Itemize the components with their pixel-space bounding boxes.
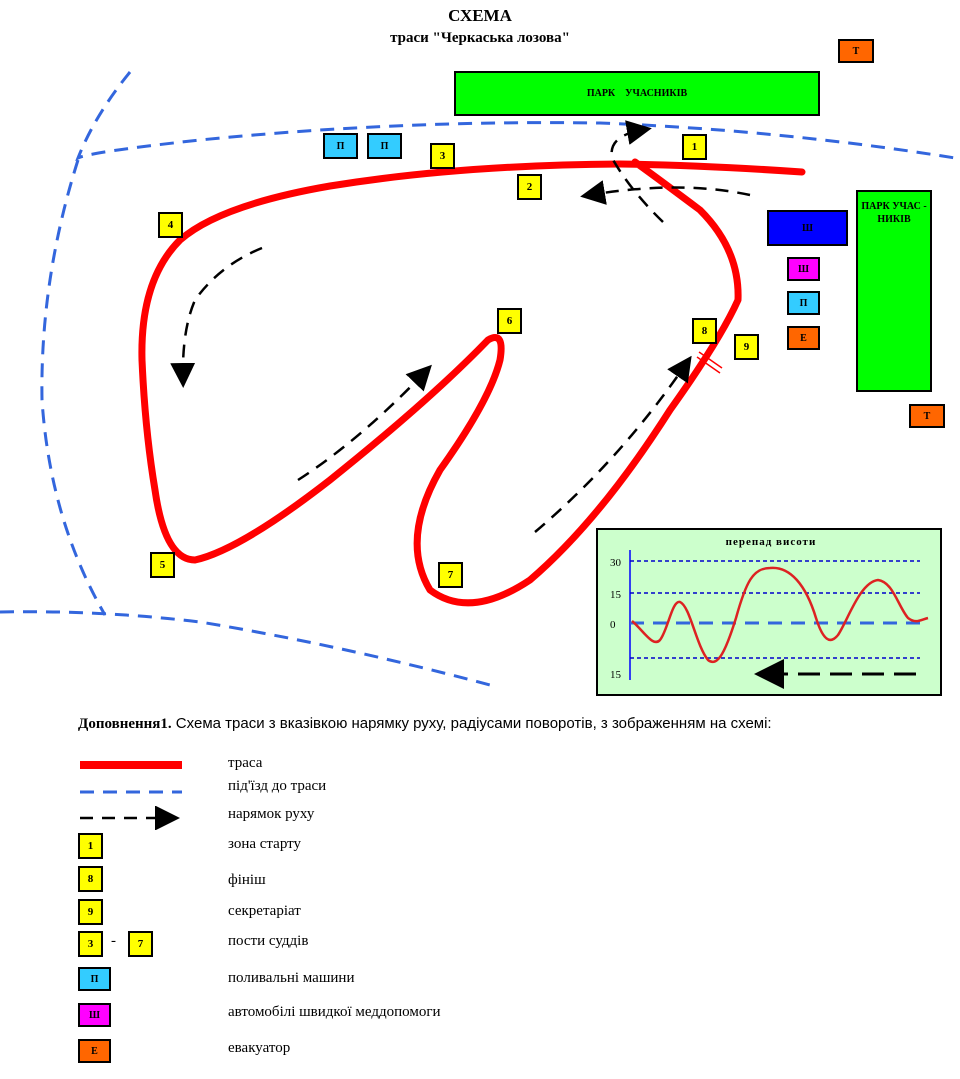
legend-start: 1 зона старту (78, 833, 778, 861)
post-2: 2 (517, 174, 542, 200)
legend-direction: нарямок руху (78, 806, 778, 830)
tick-30: 30 (610, 557, 622, 569)
legend-finish-box: 8 (78, 866, 103, 892)
legend-track: траса (78, 755, 778, 779)
elevation-chart: перепад висоти 30 15 0 15 (596, 528, 942, 696)
legend-evacuator-box: Е (78, 1039, 111, 1063)
post-7: 7 (438, 562, 463, 588)
evacuator: Е (787, 326, 820, 350)
post-4: 4 (158, 212, 183, 238)
tick-0: 0 (610, 619, 616, 631)
legend-ambulance-box: Ш (78, 1003, 111, 1027)
page-title: СХЕМА (448, 6, 512, 25)
blue-zone: Ш (767, 210, 848, 246)
caption-bold: Доповнення1. (78, 716, 172, 732)
post-1: 1 (682, 134, 707, 160)
legend-road: під'їзд до траси (78, 778, 778, 802)
post-5: 5 (150, 552, 175, 578)
legend-secretariat: 9 секретаріат (78, 899, 778, 927)
tick-neg15: 15 (610, 669, 622, 681)
caption: Доповнення1. Схема траси з вказівкою нар… (78, 715, 772, 733)
watering-machine-3: П (787, 291, 820, 315)
legend-judges-box-a: 3 (78, 931, 103, 957)
legend-watering-label: поливальні машини (228, 970, 355, 986)
elevation-title: перепад висоти (725, 536, 817, 548)
legend-watering-box: П (78, 967, 111, 991)
legend-secretariat-label: секретаріат (228, 903, 301, 919)
track (138, 158, 806, 607)
legend-evacuator: Е евакуатор (78, 1039, 778, 1067)
access-road (0, 71, 956, 687)
legend-start-label: зона старту (228, 836, 301, 852)
ambulance: Ш (787, 257, 820, 281)
post-9: 9 (734, 334, 759, 360)
legend-judges: 3 - 7 пости суддів (78, 931, 778, 959)
elevation-plot: 30 15 0 15 (610, 550, 929, 689)
tow-truck-right: Т (909, 404, 945, 428)
finish-line-mark (696, 351, 723, 374)
legend-judges-box-b: 7 (128, 931, 153, 957)
legend-evacuator-label: евакуатор (228, 1040, 291, 1056)
legend-start-box: 1 (78, 833, 103, 859)
watering-machine-1: П (323, 133, 358, 159)
legend-ambulance-label: автомобілі швидкої меддопомоги (228, 1004, 441, 1020)
post-3: 3 (430, 143, 455, 169)
caption-text: Схема траси з вказівкою нарямку руху, ра… (171, 715, 772, 732)
legend-track-label: траса (228, 755, 263, 771)
post-6: 6 (497, 308, 522, 334)
participants-park-right: ПАРК УЧАС - НИКІВ (856, 190, 932, 392)
participants-park-top: ПАРК УЧАСНИКІВ (454, 71, 820, 116)
direction-arrows (170, 120, 751, 533)
track-scheme (0, 71, 956, 687)
tick-15: 15 (610, 589, 622, 601)
post-8: 8 (692, 318, 717, 344)
page-subtitle: траси "Черкаська лозова" (390, 30, 570, 46)
legend-ambulance: Ш автомобілі швидкої меддопомоги (78, 1003, 778, 1031)
legend-finish: 8 фініш (78, 866, 778, 894)
legend-road-label: під'їзд до траси (228, 778, 327, 794)
elevation-curve (631, 566, 929, 663)
legend-direction-label: нарямок руху (228, 806, 315, 822)
legend-judges-dash: - (111, 933, 116, 949)
legend-secretariat-box: 9 (78, 899, 103, 925)
legend-judges-label: пости суддів (228, 933, 309, 949)
legend-finish-label: фініш (228, 872, 266, 888)
tow-truck-top: Т (838, 39, 874, 63)
watering-machine-2: П (367, 133, 402, 159)
legend-watering: П поливальні машини (78, 967, 778, 995)
